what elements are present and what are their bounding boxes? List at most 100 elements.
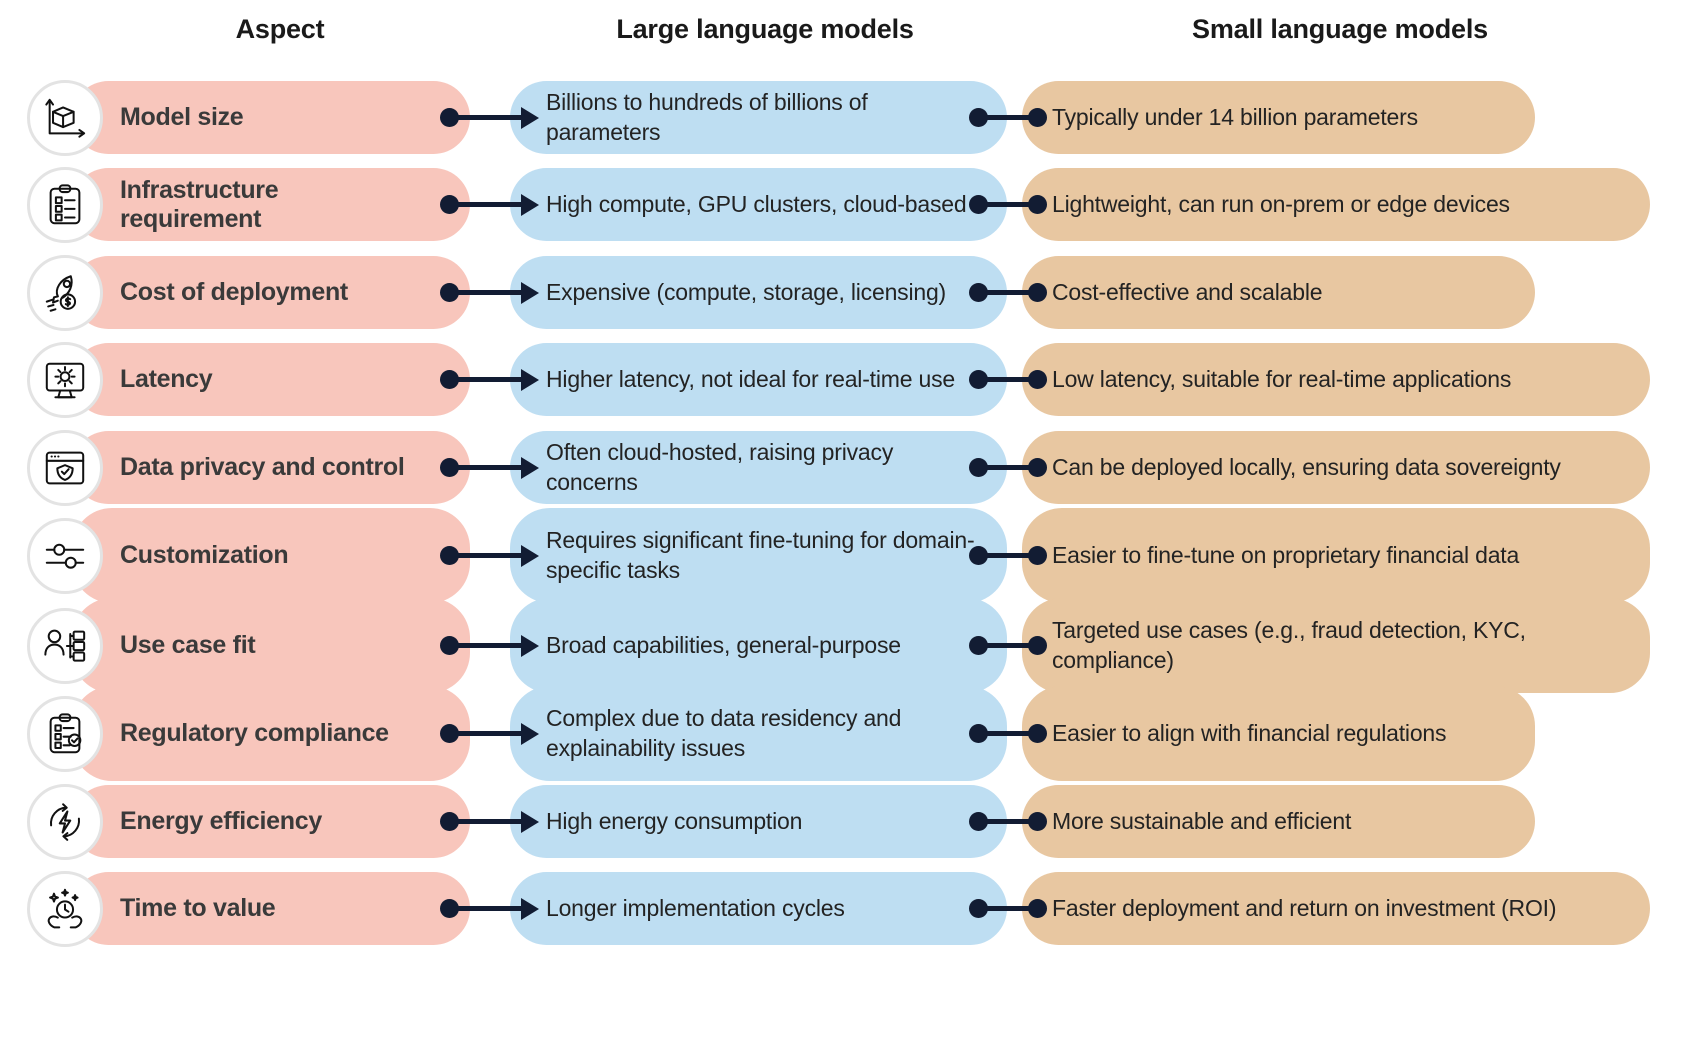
aspect-pill[interactable]: Time to value: [72, 872, 470, 945]
aspect-label: Energy efficiency: [120, 807, 322, 835]
llm-pill[interactable]: Longer implementation cycles: [510, 872, 1007, 945]
connector-arrow-icon: [521, 897, 539, 920]
aspect-pill[interactable]: Infrastructure requirement: [72, 168, 470, 241]
connector-line: [449, 553, 525, 558]
connector-line: [449, 290, 525, 295]
llm-description: Billions to hundreds of billions of para…: [546, 88, 868, 145]
llm-description: High compute, GPU clusters, cloud-based: [546, 190, 967, 217]
cube-axes-icon: [27, 79, 103, 156]
slm-description: Faster deployment and return on investme…: [1052, 894, 1557, 921]
connector-arrow-icon: [521, 281, 539, 304]
llm-pill[interactable]: Often cloud-hosted, raising privacy conc…: [510, 431, 1007, 504]
llm-description: High energy consumption: [546, 807, 803, 834]
llm-pill[interactable]: Billions to hundreds of billions of para…: [510, 81, 1007, 154]
aspect-label: Customization: [120, 541, 289, 569]
aspect-label: Data privacy and control: [120, 453, 405, 481]
slm-pill[interactable]: Targeted use cases (e.g., fraud detectio…: [1022, 598, 1650, 693]
slm-description: Targeted use cases (e.g., fraud detectio…: [1052, 616, 1526, 673]
connector-arrow-icon: [521, 722, 539, 745]
slm-pill[interactable]: Low latency, suitable for real-time appl…: [1022, 343, 1650, 416]
connector-arrow-icon: [521, 810, 539, 833]
connector-dot: [1028, 458, 1047, 477]
aspect-pill[interactable]: Regulatory compliance: [72, 686, 470, 781]
connector-dot: [1028, 812, 1047, 831]
aspect-pill[interactable]: Customization: [72, 508, 470, 603]
connector-arrow-icon: [521, 106, 539, 129]
connector-line: [978, 553, 1036, 558]
llm-pill[interactable]: Complex due to data residency and explai…: [510, 686, 1007, 781]
slm-pill[interactable]: Easier to fine-tune on proprietary finan…: [1022, 508, 1650, 603]
connector-dot: [1028, 195, 1047, 214]
connector-line: [978, 290, 1036, 295]
connector-line: [449, 465, 525, 470]
connector-line: [449, 643, 525, 648]
aspect-pill[interactable]: Use case fit: [72, 598, 470, 693]
slm-pill[interactable]: Faster deployment and return on investme…: [1022, 872, 1650, 945]
connector-line: [449, 819, 525, 824]
aspect-pill[interactable]: Model size: [72, 81, 470, 154]
slm-description: More sustainable and efficient: [1052, 807, 1352, 834]
slm-description: Low latency, suitable for real-time appl…: [1052, 365, 1512, 392]
connector-line: [978, 465, 1036, 470]
llm-pill[interactable]: Expensive (compute, storage, licensing): [510, 256, 1007, 329]
connector-dot: [1028, 283, 1047, 302]
llm-pill[interactable]: Requires significant fine-tuning for dom…: [510, 508, 1007, 603]
slm-pill[interactable]: More sustainable and efficient: [1022, 785, 1535, 858]
browser-shield-icon: [27, 429, 103, 506]
connector-dot: [1028, 899, 1047, 918]
sliders-icon: [27, 517, 103, 594]
slm-description: Easier to align with financial regulatio…: [1052, 719, 1447, 746]
slm-pill[interactable]: Can be deployed locally, ensuring data s…: [1022, 431, 1650, 504]
connector-line: [978, 819, 1036, 824]
connector-line: [978, 906, 1036, 911]
llm-description: Often cloud-hosted, raising privacy conc…: [546, 438, 894, 495]
llm-pill[interactable]: High energy consumption: [510, 785, 1007, 858]
connector-line: [449, 377, 525, 382]
connector-arrow-icon: [521, 634, 539, 657]
slm-description: Easier to fine-tune on proprietary finan…: [1052, 541, 1520, 568]
llm-pill[interactable]: High compute, GPU clusters, cloud-based: [510, 168, 1007, 241]
connector-line: [449, 115, 525, 120]
llm-pill[interactable]: Higher latency, not ideal for real-time …: [510, 343, 1007, 416]
llm-pill[interactable]: Broad capabilities, general-purpose: [510, 598, 1007, 693]
connector-line: [449, 202, 525, 207]
column-header-aspect: Aspect: [235, 14, 325, 44]
llm-description: Complex due to data residency and explai…: [546, 704, 902, 761]
clipboard-check-icon: [27, 695, 103, 772]
aspect-pill[interactable]: Latency: [72, 343, 470, 416]
connector-arrow-icon: [521, 193, 539, 216]
connector-dot: [1028, 724, 1047, 743]
clipboard-checklist-icon: [27, 166, 103, 243]
connector-dot: [1028, 546, 1047, 565]
slm-pill[interactable]: Cost-effective and scalable: [1022, 256, 1535, 329]
aspect-label: Latency: [120, 365, 213, 393]
aspect-label: Infrastructure requirement: [120, 175, 279, 233]
connector-dot: [1028, 370, 1047, 389]
aspect-pill[interactable]: Energy efficiency: [72, 785, 470, 858]
llm-description: Expensive (compute, storage, licensing): [546, 278, 947, 305]
connector-line: [978, 643, 1036, 648]
aspect-pill[interactable]: Cost of deployment: [72, 256, 470, 329]
connector-dot: [1028, 636, 1047, 655]
slm-description: Lightweight, can run on-prem or edge dev…: [1052, 190, 1510, 217]
aspect-label: Use case fit: [120, 631, 256, 659]
energy-cycle-icon: [27, 783, 103, 860]
connector-line: [978, 731, 1036, 736]
connector-dot: [1028, 108, 1047, 127]
aspect-pill[interactable]: Data privacy and control: [72, 431, 470, 504]
slm-pill[interactable]: Lightweight, can run on-prem or edge dev…: [1022, 168, 1650, 241]
aspect-label: Cost of deployment: [120, 278, 348, 306]
connector-arrow-icon: [521, 368, 539, 391]
column-header-large-language-models: Large language models: [616, 14, 914, 44]
slm-description: Can be deployed locally, ensuring data s…: [1052, 453, 1561, 480]
connector-arrow-icon: [521, 456, 539, 479]
llm-description: Requires significant fine-tuning for dom…: [546, 526, 975, 583]
slm-pill[interactable]: Typically under 14 billion parameters: [1022, 81, 1535, 154]
connector-arrow-icon: [521, 544, 539, 567]
connector-line: [978, 115, 1036, 120]
slm-pill[interactable]: Easier to align with financial regulatio…: [1022, 686, 1535, 781]
connector-line: [449, 731, 525, 736]
monitor-gear-icon: [27, 341, 103, 418]
slm-description: Typically under 14 billion parameters: [1052, 103, 1418, 130]
